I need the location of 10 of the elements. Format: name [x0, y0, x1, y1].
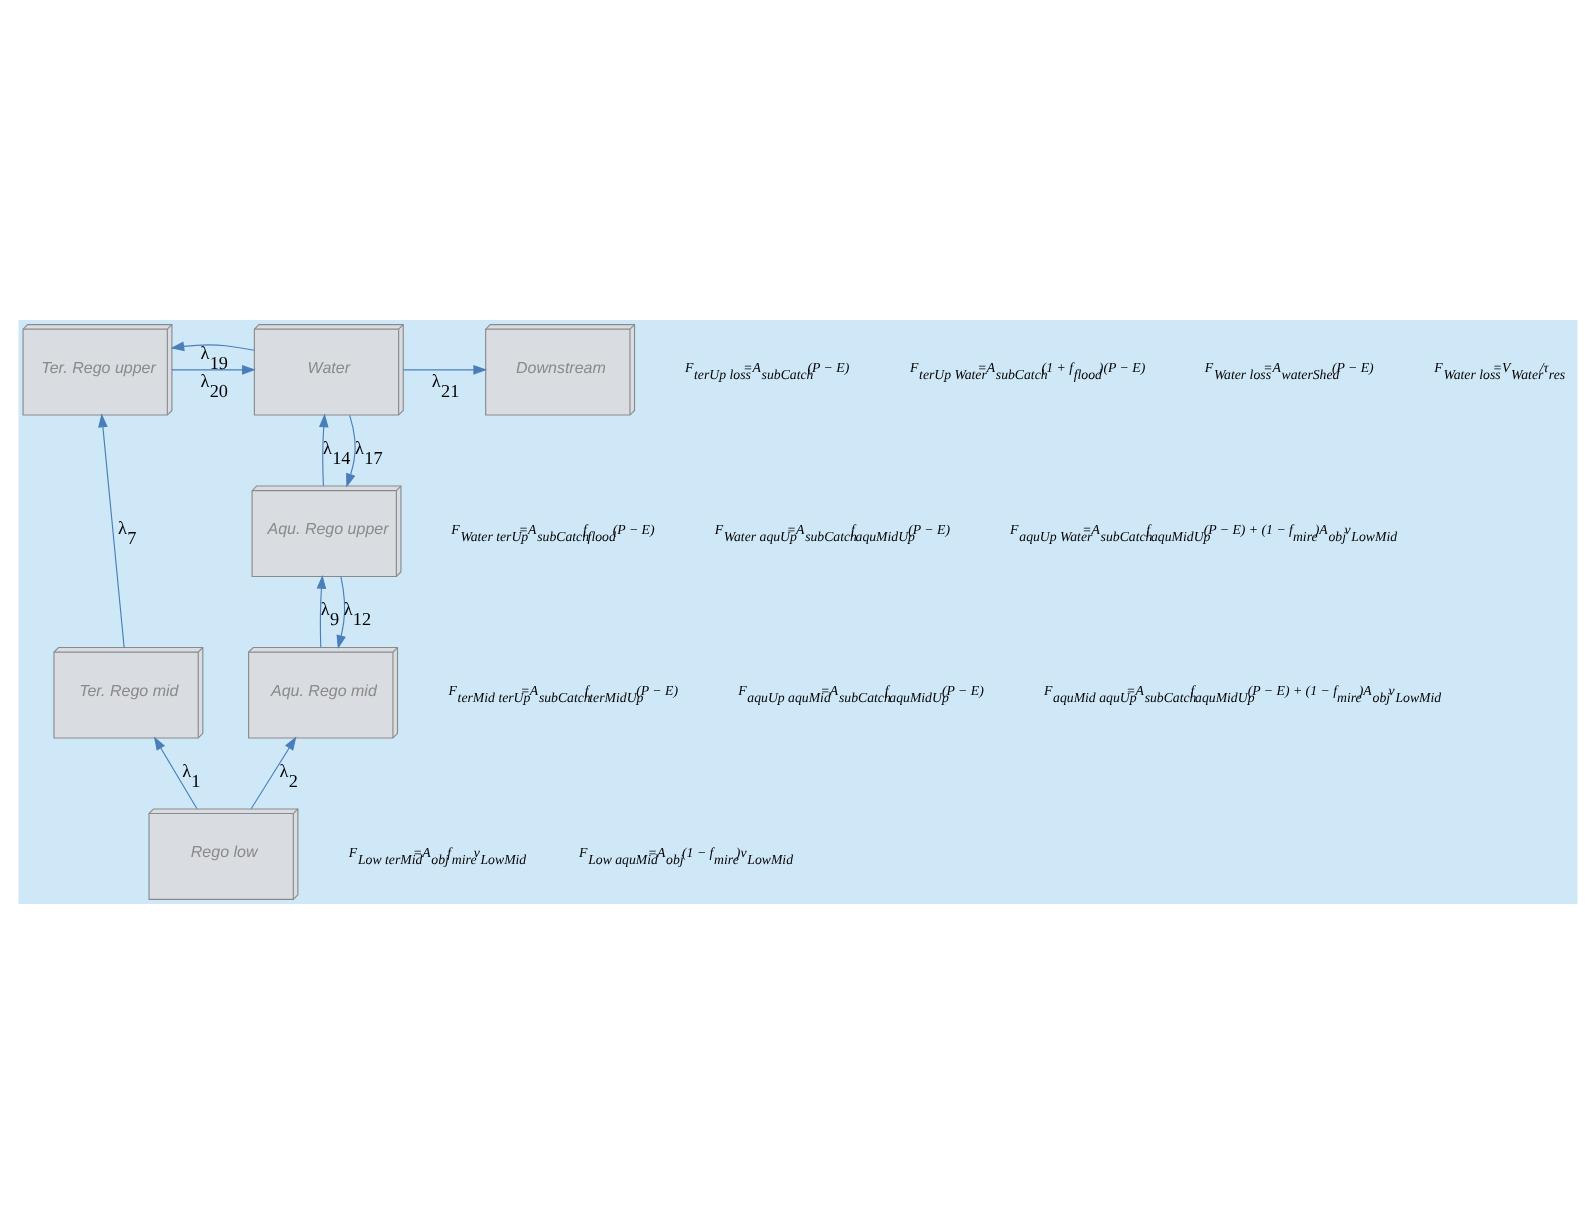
arrow — [346, 413, 356, 487]
arrow — [250, 735, 297, 809]
arrow — [170, 340, 255, 351]
arrow — [336, 575, 346, 648]
arrow — [171, 364, 256, 374]
arrow — [316, 574, 327, 647]
arrow — [318, 412, 329, 486]
arrow — [98, 412, 125, 647]
arrow — [402, 364, 488, 374]
arrow — [153, 735, 198, 809]
